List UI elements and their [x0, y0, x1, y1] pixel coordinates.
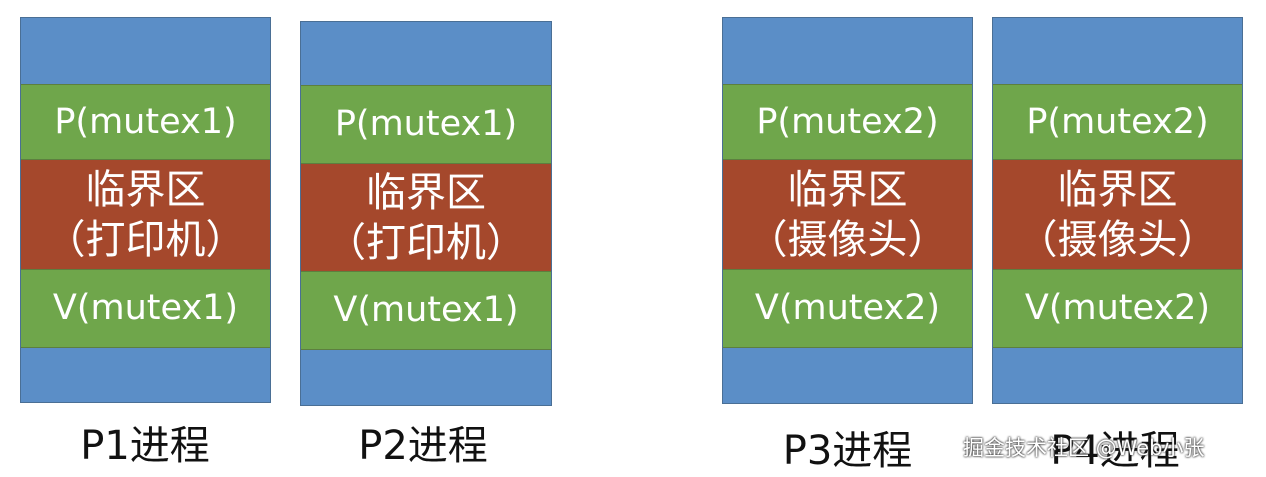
process-p1-column: P(mutex1) 临界区 （打印机） V(mutex1)	[20, 17, 271, 403]
p-operation: P(mutex1)	[301, 86, 551, 164]
process-p2-column: P(mutex1) 临界区 （打印机） V(mutex1)	[300, 21, 552, 406]
v-operation: V(mutex1)	[301, 272, 551, 350]
p-operation: P(mutex1)	[21, 85, 270, 160]
v-operation-label: V(mutex2)	[754, 288, 941, 329]
entry-section	[301, 22, 551, 86]
critical-section: 临界区 （打印机）	[21, 160, 270, 270]
exit-section	[301, 350, 551, 405]
v-operation: V(mutex2)	[723, 270, 972, 348]
critical-section-resource: （摄像头）	[747, 216, 948, 263]
p-operation: P(mutex2)	[993, 85, 1242, 160]
p-operation-label: P(mutex2)	[1026, 101, 1209, 142]
process-label-p1: P1进程	[80, 423, 210, 469]
critical-section-title: 临界区	[85, 166, 206, 213]
p-operation-label: P(mutex1)	[334, 104, 518, 145]
entry-section	[723, 18, 972, 85]
process-label-p4: P4进程	[1050, 428, 1180, 474]
critical-section: 临界区 （摄像头）	[723, 160, 972, 270]
entry-section	[21, 18, 270, 85]
process-label-p2: P2进程	[358, 423, 488, 469]
v-operation-label: V(mutex2)	[1024, 288, 1211, 329]
exit-section	[21, 348, 270, 402]
critical-section-resource: （打印机）	[45, 216, 246, 263]
process-p3-column: P(mutex2) 临界区 （摄像头） V(mutex2)	[722, 17, 973, 404]
watermark-text: 掘金技术社区 @Web小张	[963, 436, 1205, 460]
v-operation-label: V(mutex1)	[333, 290, 519, 331]
critical-section: 临界区 （摄像头）	[993, 160, 1242, 270]
critical-section-resource: （摄像头）	[1017, 216, 1218, 263]
critical-section: 临界区 （打印机）	[301, 164, 551, 272]
critical-section-title: 临界区	[1057, 166, 1178, 213]
p-operation-label: P(mutex1)	[54, 101, 237, 142]
p-operation: P(mutex2)	[723, 85, 972, 160]
v-operation: V(mutex2)	[993, 270, 1242, 348]
v-operation-label: V(mutex1)	[52, 288, 239, 329]
entry-section	[993, 18, 1242, 85]
critical-section-title: 临界区	[366, 169, 486, 216]
process-label-p3: P3进程	[782, 428, 913, 474]
process-p4-column: P(mutex2) 临界区 （摄像头） V(mutex2)	[992, 17, 1243, 404]
critical-section-title: 临界区	[787, 166, 908, 213]
p-operation-label: P(mutex2)	[756, 101, 939, 142]
exit-section	[993, 348, 1242, 403]
critical-section-resource: （打印机）	[326, 219, 526, 266]
exit-section	[723, 348, 972, 403]
v-operation: V(mutex1)	[21, 270, 270, 348]
